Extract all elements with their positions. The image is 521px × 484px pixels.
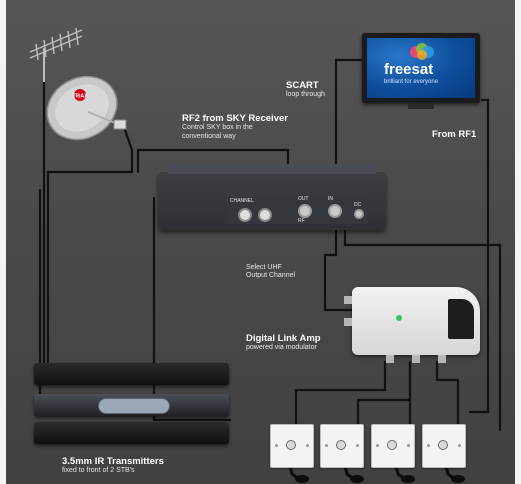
amp-label: Digital Link Amp powered via modulator (246, 333, 321, 352)
rf1-label: From RF1 (432, 129, 477, 140)
cable-loop (152, 196, 232, 422)
wall-socket-icon (320, 424, 364, 468)
tv-tagline: brilliant for everyone (384, 79, 439, 85)
wall-socket-icon (270, 424, 314, 468)
modulator-rf-label: RF (298, 218, 305, 224)
wall-socket-icon (371, 424, 415, 468)
dc-port (354, 209, 364, 219)
dish-brand: TRIAX (73, 94, 89, 100)
cable-scart (334, 58, 364, 174)
amp-output-ports (386, 355, 446, 363)
amp-input-ports (344, 296, 352, 326)
scart-label: SCART loop through (286, 80, 325, 99)
modulator-channel-label: CHANNEL (230, 198, 254, 204)
television-icon: freesat brilliant for everyone (362, 33, 480, 109)
cable-dish-a (46, 128, 134, 364)
set-top-box-icon (34, 422, 229, 444)
freesat-logo-icon (410, 43, 434, 60)
satellite-dish-icon (46, 75, 127, 141)
ir-label: 3.5mm IR Transmitters fixed to front of … (62, 456, 164, 475)
rf-out-port (298, 204, 312, 218)
modulator-dc-label: DC (354, 202, 362, 208)
cable-amp-in (323, 223, 354, 312)
rf-modulator-icon: CHANNEL OUT IN RF DC (158, 164, 386, 230)
channel-knob (258, 208, 272, 222)
tv-aerial-icon (29, 27, 83, 82)
ir-emitter-icon (451, 475, 465, 483)
set-top-box-icon (34, 363, 229, 385)
cable-out4 (435, 360, 460, 426)
cable-rf1 (468, 98, 490, 414)
cable-rf2 (136, 148, 290, 174)
uhf-label: Select UHF Output Channel (246, 264, 296, 280)
modulator-in-label: IN (328, 196, 333, 202)
wall-socket-icon (422, 424, 466, 468)
rf2-label: RF2 from SKY Receiver Control SKY box in… (182, 113, 288, 140)
cable-amp-in2 (343, 226, 502, 432)
ir-emitters (295, 475, 465, 483)
rf-in-port (328, 204, 342, 218)
ir-emitter-icon (295, 475, 309, 483)
set-top-box-icon (34, 394, 229, 416)
tv-brand: freesat (384, 61, 434, 78)
cable-out1 (294, 360, 387, 426)
distribution-amplifier-icon (352, 287, 480, 363)
power-led-icon (396, 315, 402, 321)
modulator-out-label: OUT (298, 196, 309, 202)
channel-knob (238, 208, 252, 222)
ir-emitter-icon (350, 475, 364, 483)
ir-emitter-icon (401, 475, 415, 483)
